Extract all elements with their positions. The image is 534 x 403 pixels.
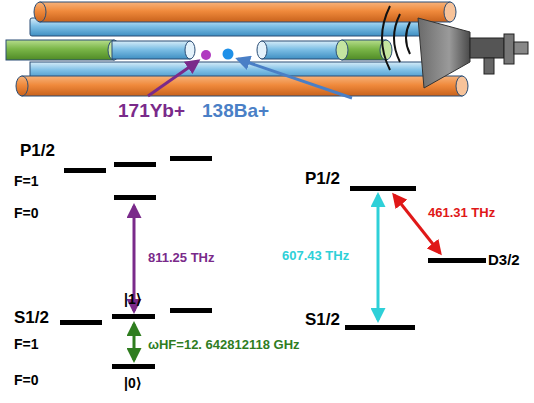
- hyperfine-label: F=1: [14, 174, 39, 189]
- state-label: |0⟩: [124, 376, 141, 391]
- drawing-part: [382, 6, 390, 70]
- level-label: P1/2: [20, 142, 55, 161]
- transition-arrow: [133, 324, 136, 360]
- pointer-arrow: [148, 61, 198, 96]
- drawing-part: [257, 41, 267, 59]
- level-label: P1/2: [305, 170, 340, 189]
- microwave-waves: [382, 6, 410, 70]
- horn-antenna: [418, 18, 528, 88]
- drawing-part: [34, 2, 46, 22]
- drawing-part: [342, 40, 386, 60]
- drawing-part: [185, 41, 195, 59]
- drawing-part: [456, 76, 468, 96]
- frequency-label: 811.25 THz: [148, 251, 215, 265]
- ion-trap: [6, 2, 468, 96]
- ion-label: 171Yb+: [118, 101, 185, 122]
- hyperfine-label: F=0: [14, 206, 39, 221]
- yb-ion: [201, 50, 211, 60]
- drawing-part: [114, 162, 156, 167]
- level-label: D3/2: [488, 252, 520, 269]
- drawing-part: [470, 38, 504, 58]
- drawing-part: [112, 314, 155, 319]
- drawing-part: [514, 42, 528, 54]
- hyperfine-label: F=1: [14, 337, 39, 352]
- drawing-part: [406, 22, 410, 54]
- ion-label: 138Ba+: [202, 101, 269, 122]
- drawing-part: [6, 40, 114, 60]
- ba-ion: [223, 49, 234, 60]
- level-label: S1/2: [305, 311, 340, 330]
- drawing-part: [350, 186, 416, 191]
- hyperfine-label: F=0: [14, 373, 39, 388]
- transition-arrow: [394, 195, 440, 253]
- drawing-part: [112, 41, 190, 59]
- drawing-part: [114, 195, 156, 200]
- drawing-part: [64, 168, 106, 173]
- drawing-part: [504, 34, 514, 64]
- transition-arrow: [377, 195, 380, 320]
- drawing-part: [22, 76, 462, 96]
- frequency-label: 607.43 THz: [282, 249, 349, 263]
- drawing-part: [112, 364, 155, 369]
- state-label: |1⟩: [124, 292, 141, 307]
- drawing-part: [170, 308, 212, 313]
- energy-levels: [60, 156, 486, 369]
- drawing-part: [418, 18, 470, 88]
- drawing-part: [428, 258, 486, 263]
- frequency-label: ωHF=12. 642812118 GHz: [148, 338, 300, 352]
- drawing-part: [262, 41, 342, 59]
- drawing-part: [16, 76, 28, 96]
- drawing-part: [40, 2, 450, 22]
- drawing-part: [60, 320, 102, 325]
- frequency-label: 461.31 THz: [428, 206, 495, 220]
- drawing-part: [394, 14, 400, 62]
- drawing-part: [444, 2, 456, 22]
- level-label: S1/2: [14, 309, 49, 328]
- drawing-part: [170, 156, 212, 161]
- drawing-part: [484, 58, 494, 74]
- drawing-part: [345, 325, 415, 330]
- drawing-part: [336, 40, 348, 60]
- pointer-arrow: [238, 59, 352, 98]
